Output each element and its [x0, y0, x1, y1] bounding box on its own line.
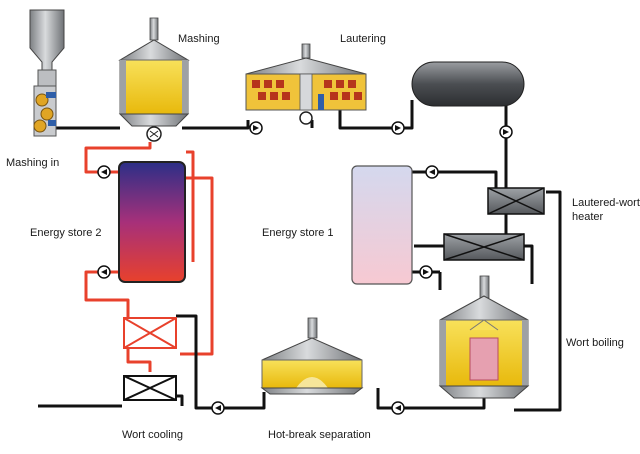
label-lautering: Lautering [340, 33, 386, 45]
energy-store-2-tank [118, 161, 186, 283]
label-wort-cooling: Wort cooling [122, 429, 183, 441]
wort-storage-tank [411, 61, 525, 107]
mashing-in-hopper [29, 9, 65, 137]
wort-boiling-kettle [438, 275, 530, 399]
lauter-tun [245, 43, 367, 125]
label-lautered-wort-heater-line1: Lautered-wort [572, 197, 640, 209]
pumps [97, 121, 513, 415]
labels: Mashing Lautering Mashing in Energy stor… [6, 33, 640, 441]
energy-store-1-tank [351, 165, 413, 285]
label-energy-store-1: Energy store 1 [262, 227, 334, 239]
label-mashing: Mashing [178, 33, 220, 45]
label-energy-store-2: Energy store 2 [30, 227, 102, 239]
mashing-vessel [118, 17, 190, 142]
label-wort-boiling: Wort boiling [566, 337, 624, 349]
label-hot-break-separation: Hot-break separation [268, 429, 371, 441]
wort-cooling-exchangers [123, 317, 177, 401]
lautered-wort-heater [487, 187, 545, 215]
energy-store-heat-exchanger [443, 233, 525, 261]
label-mashing-in: Mashing in [6, 157, 59, 169]
label-lautered-wort-heater-line2: heater [572, 211, 604, 223]
hot-break-separation-vessel [260, 317, 364, 395]
